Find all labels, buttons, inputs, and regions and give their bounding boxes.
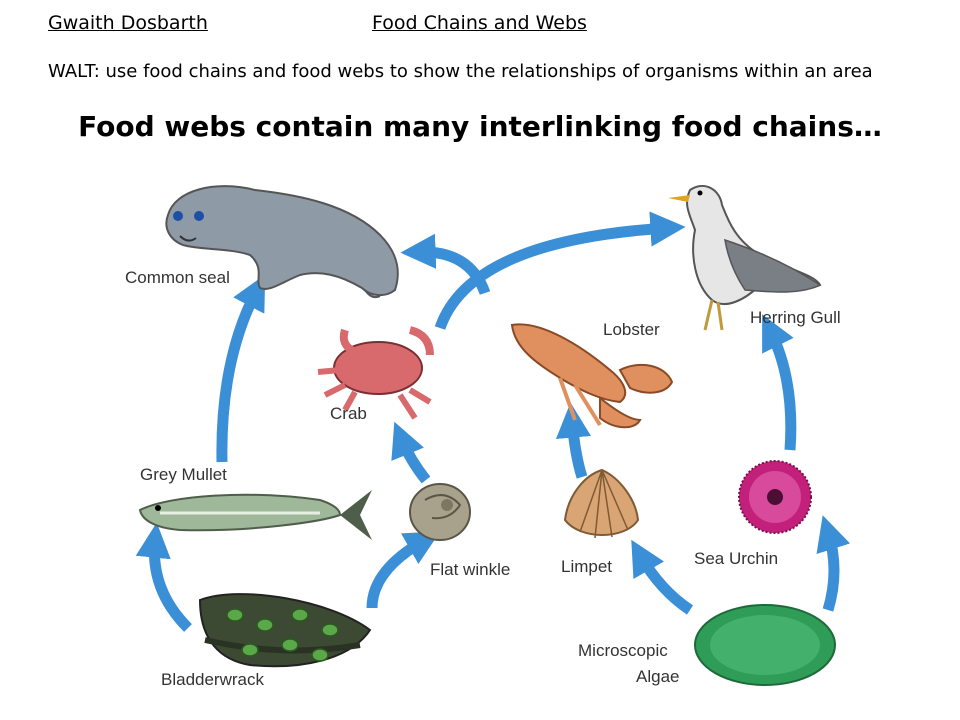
walt-objective: WALT: use food chains and food webs to s… <box>48 61 873 82</box>
herring-gull-illustration <box>668 185 822 331</box>
arrow-crab-to-gull <box>434 211 686 330</box>
header-topic: Food Chains and Webs <box>372 12 587 34</box>
microscopic-algae-illustration <box>694 604 836 686</box>
label-microscopic-algae-line2: Algae <box>636 667 680 686</box>
label-bladderwrack: Bladderwrack <box>161 670 264 689</box>
header-school: Gwaith Dosbarth <box>48 12 208 34</box>
arrow-bladderwrack-to-mullet <box>135 522 192 632</box>
label-flat-winkle: Flat winkle <box>430 560 511 579</box>
label-common-seal: Common seal <box>125 268 230 287</box>
diagram-subtitle: Food webs contain many interlinking food… <box>78 110 882 143</box>
label-herring-gull: Herring Gull <box>750 308 841 327</box>
grey-mullet-illustration <box>138 490 372 540</box>
arrow-algae-to-limpet <box>631 539 694 615</box>
arrow-mullet-to-seal <box>216 274 266 463</box>
arrow-limpet-to-lobster <box>555 402 592 479</box>
arrow-crab-to-seal <box>400 233 491 296</box>
lobster-illustration <box>510 323 674 429</box>
bladderwrack-illustration <box>198 593 372 668</box>
crab-illustration <box>317 326 434 420</box>
arrow-winkle-to-crab <box>391 421 431 484</box>
label-lobster: Lobster <box>603 320 660 339</box>
sea-urchin-illustration <box>738 460 812 534</box>
flat-winkle-illustration <box>409 483 471 541</box>
label-sea-urchin: Sea Urchin <box>694 549 779 568</box>
label-microscopic-algae-line1: Microscopic <box>578 641 668 660</box>
label-limpet: Limpet <box>561 557 613 576</box>
arrow-urchin-to-gull <box>762 314 797 451</box>
label-grey-mullet: Grey Mullet <box>140 465 227 484</box>
arrow-algae-to-urchin <box>816 515 851 612</box>
limpet-illustration <box>563 468 640 539</box>
label-crab: Crab <box>330 404 367 423</box>
common-seal-illustration <box>165 185 399 299</box>
arrow-bladderwrack-to-winkle <box>366 531 441 609</box>
